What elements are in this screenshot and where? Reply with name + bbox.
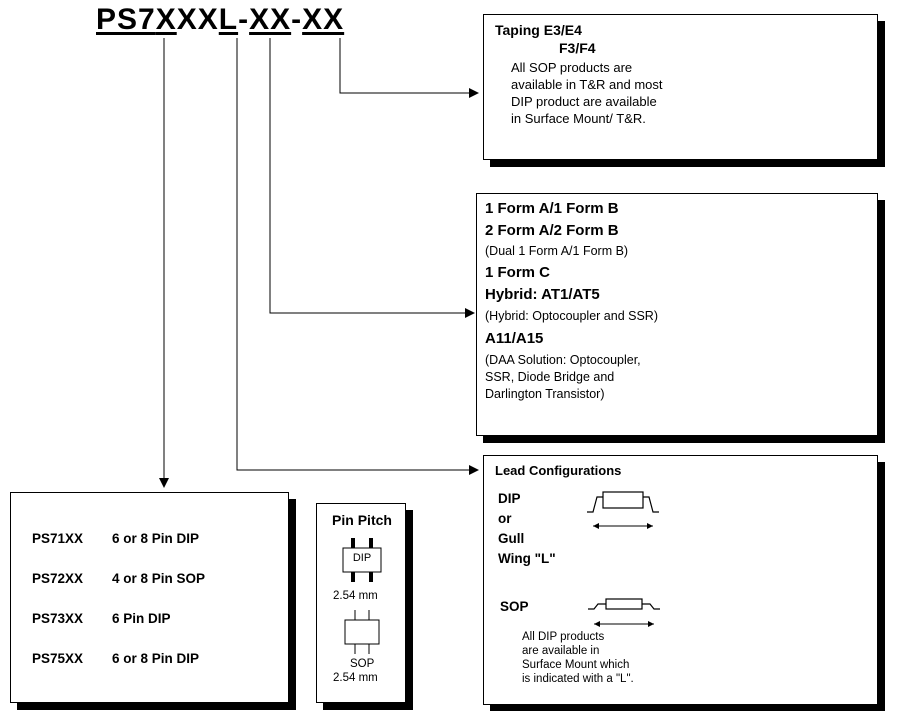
part-code1: XX bbox=[249, 3, 292, 36]
pitch-sop-text: SOP bbox=[350, 658, 375, 670]
part-x1: X bbox=[155, 3, 177, 36]
lead-title: Lead Configurations bbox=[495, 463, 622, 478]
part-prefix: PS7 bbox=[96, 3, 156, 36]
lead-note: All DIP products are available in Surfac… bbox=[522, 630, 682, 686]
part-l: L bbox=[218, 3, 239, 36]
form-line: 1 Form A/1 Form B bbox=[485, 200, 619, 217]
lead-note-line: All DIP products bbox=[522, 631, 605, 643]
lead-dip-label: DIP or Gull Wing "L" bbox=[498, 489, 556, 569]
product-code: PS75XX bbox=[32, 651, 84, 666]
taping-box: Taping E3/E4 F3/F4 All SOP products are … bbox=[483, 14, 878, 160]
product-series-box: PS71XX 6 or 8 Pin DIP PS72XX 4 or 8 Pin SO… bbox=[10, 492, 289, 703]
pitch-dip-mm: 2.54 mm bbox=[333, 590, 378, 602]
part-dash2: - bbox=[291, 3, 303, 36]
pin-pitch-title: Pin Pitch bbox=[332, 512, 392, 528]
form-line: (Hybrid: Optocoupler and SSR) bbox=[485, 309, 658, 323]
taping-title: Taping E3/E4 bbox=[495, 22, 582, 38]
lead-note-line: is indicated with a "L". bbox=[522, 673, 634, 685]
product-desc: 4 or 8 Pin SOP bbox=[112, 571, 206, 586]
product-row: PS72XX 4 or 8 Pin SOP bbox=[32, 571, 205, 586]
lead-dip-label-line: Wing "L" bbox=[498, 551, 556, 566]
connector-taping bbox=[339, 38, 479, 98]
pitch-sop-mm: 2.54 mm bbox=[333, 672, 378, 684]
lead-note-line: Surface Mount which bbox=[522, 659, 630, 671]
form-line: Darlington Transistor) bbox=[485, 387, 605, 401]
sop-package-icon bbox=[344, 610, 380, 654]
lead-dip-label-line: Gull bbox=[498, 531, 525, 546]
gull-wing-lead-icon bbox=[587, 491, 659, 529]
part-code2: XX bbox=[302, 3, 345, 36]
product-code: PS71XX bbox=[32, 531, 84, 546]
product-row: PS75XX 6 or 8 Pin DIP bbox=[32, 651, 199, 666]
form-line: 2 Form A/2 Form B bbox=[485, 222, 619, 239]
connector-forms bbox=[269, 38, 475, 318]
lead-note-line: are available in bbox=[522, 645, 600, 657]
form-line: 1 Form C bbox=[485, 264, 551, 281]
product-row: PS71XX 6 or 8 Pin DIP bbox=[32, 531, 199, 546]
taping-line: DIP product are available bbox=[511, 94, 657, 109]
product-code: PS73XX bbox=[32, 611, 84, 626]
product-desc: 6 Pin DIP bbox=[112, 611, 171, 626]
taping-line: All SOP products are bbox=[511, 60, 633, 75]
product-code: PS72XX bbox=[32, 571, 84, 586]
part-number-title: PS7XXXL-XX-XX bbox=[96, 2, 344, 38]
form-box: 1 Form A/1 Form B 2 Form A/2 Form B (Dua… bbox=[476, 193, 878, 436]
form-line: (DAA Solution: Optocoupler, bbox=[485, 353, 641, 367]
part-xx: XX bbox=[176, 3, 219, 36]
form-line: (Dual 1 Form A/1 Form B) bbox=[485, 244, 629, 258]
product-desc: 6 or 8 Pin DIP bbox=[112, 651, 200, 666]
product-desc: 6 or 8 Pin DIP bbox=[112, 531, 200, 546]
pin-pitch-box: Pin Pitch DIP 2.54 mm SOP 2.54 mm bbox=[316, 503, 406, 703]
lead-dip-label-line: or bbox=[498, 511, 512, 526]
lead-config-box: Lead Configurations DIP or Gull Wing "L"… bbox=[483, 455, 878, 705]
sop-lead-icon bbox=[588, 598, 660, 627]
lead-sop-label: SOP bbox=[500, 599, 529, 614]
pitch-dip-text: DIP bbox=[352, 552, 372, 564]
part-dash1: - bbox=[238, 3, 250, 36]
form-line: Hybrid: AT1/AT5 bbox=[485, 286, 600, 303]
connector-lead bbox=[236, 38, 479, 475]
taping-title-second: F3/F4 bbox=[559, 40, 596, 56]
taping-description: All SOP products are available in T&R an… bbox=[511, 59, 771, 127]
lead-dip-label-line: DIP bbox=[498, 491, 521, 506]
product-row: PS73XX 6 Pin DIP bbox=[32, 611, 171, 626]
taping-line: available in T&R and most bbox=[511, 77, 663, 92]
form-line: SSR, Diode Bridge and bbox=[485, 370, 615, 384]
form-line: A11/A15 bbox=[485, 330, 544, 347]
taping-line: in Surface Mount/ T&R. bbox=[511, 111, 646, 126]
dip-package-icon bbox=[342, 538, 382, 582]
